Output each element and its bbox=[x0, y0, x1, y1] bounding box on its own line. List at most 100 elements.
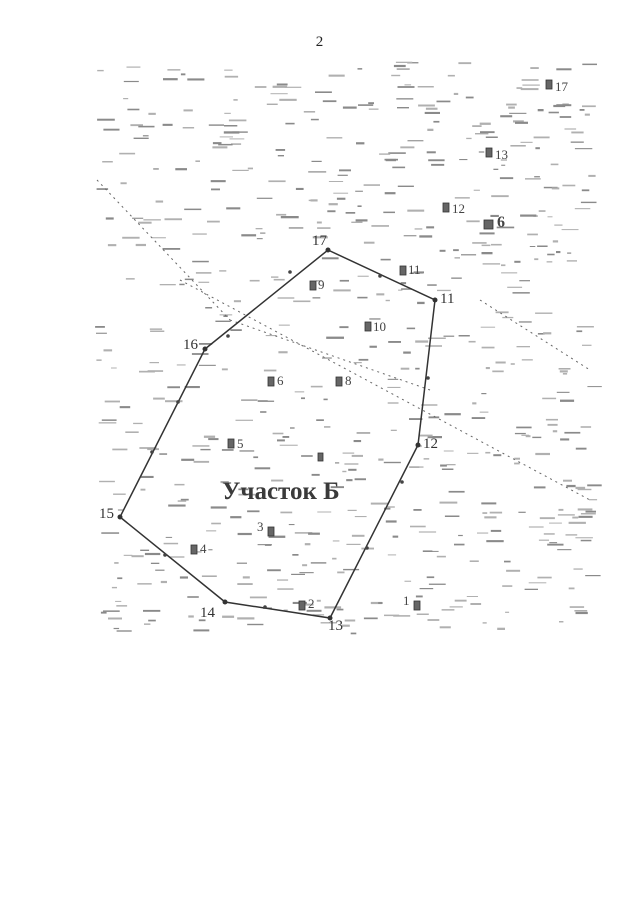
building-marker-9 bbox=[309, 280, 317, 291]
texture-speck bbox=[454, 543, 465, 546]
texture-speck bbox=[271, 276, 279, 278]
texture-speck bbox=[143, 219, 161, 221]
texture-speck bbox=[479, 232, 495, 235]
texture-speck bbox=[419, 588, 434, 590]
texture-speck bbox=[301, 455, 313, 457]
texture-speck bbox=[301, 397, 305, 400]
texture-speck bbox=[587, 484, 602, 487]
texture-speck bbox=[376, 293, 385, 296]
dotted-lines bbox=[96, 179, 591, 501]
texture-speck bbox=[165, 536, 173, 538]
vertex-marker-14 bbox=[222, 599, 228, 605]
texture-speck bbox=[585, 575, 601, 577]
texture-speck bbox=[480, 326, 496, 328]
vertex-marker-16 bbox=[202, 346, 208, 352]
texture-speck bbox=[421, 404, 438, 406]
texture-speck bbox=[144, 623, 151, 625]
texture-speck bbox=[458, 534, 463, 537]
texture-speck bbox=[426, 151, 436, 154]
boundary-tick bbox=[226, 334, 230, 338]
texture-speck bbox=[556, 104, 572, 107]
texture-speck bbox=[385, 299, 390, 302]
texture-speck bbox=[317, 511, 332, 513]
texture-speck bbox=[351, 221, 363, 223]
building-label-8: 8 bbox=[345, 373, 352, 388]
texture-speck bbox=[419, 235, 433, 238]
texture-speck bbox=[546, 261, 553, 263]
texture-speck bbox=[466, 137, 472, 140]
texture-speck bbox=[547, 423, 558, 426]
texture-speck bbox=[378, 458, 384, 461]
texture-speck bbox=[279, 98, 297, 101]
texture-speck bbox=[311, 160, 322, 162]
texture-speck bbox=[113, 627, 120, 630]
texture-speck bbox=[332, 540, 340, 542]
texture-speck bbox=[111, 586, 117, 589]
dotted-line-inner bbox=[229, 319, 431, 391]
texture-speck bbox=[489, 511, 503, 514]
texture-speck bbox=[277, 579, 289, 581]
texture-speck bbox=[556, 391, 570, 393]
texture-speck bbox=[206, 530, 217, 532]
texture-speck bbox=[357, 68, 363, 70]
texture-speck bbox=[524, 588, 538, 590]
building-markers bbox=[190, 79, 553, 611]
texture-speck bbox=[198, 281, 210, 283]
texture-speck bbox=[454, 257, 460, 259]
texture-speck bbox=[276, 83, 288, 86]
texture-speck bbox=[97, 118, 115, 121]
texture-speck bbox=[444, 515, 460, 517]
texture-speck bbox=[459, 159, 468, 161]
texture-speck bbox=[239, 450, 255, 452]
texture-speck bbox=[103, 610, 120, 612]
texture-speck bbox=[327, 210, 336, 213]
page-number: 2 bbox=[315, 34, 324, 50]
texture-speck bbox=[387, 506, 395, 508]
texture-speck bbox=[333, 192, 349, 194]
building-label-3: 3 bbox=[257, 519, 264, 534]
texture-speck bbox=[238, 493, 256, 496]
texture-speck bbox=[316, 221, 322, 224]
texture-speck bbox=[100, 611, 107, 614]
texture-speck bbox=[192, 233, 207, 235]
texture-speck bbox=[516, 346, 530, 348]
texture-speck bbox=[441, 468, 454, 470]
texture-speck bbox=[392, 166, 406, 169]
texture-speck bbox=[580, 539, 592, 542]
texture-speck bbox=[179, 576, 188, 579]
texture-speck bbox=[310, 118, 319, 121]
texture-speck bbox=[543, 332, 552, 335]
texture-speck bbox=[562, 103, 569, 105]
texture-speck bbox=[422, 550, 433, 552]
texture-speck bbox=[569, 606, 585, 608]
texture-speck bbox=[441, 609, 455, 611]
texture-speck bbox=[165, 400, 183, 403]
building-marker-17 bbox=[545, 79, 553, 90]
texture-speck bbox=[534, 176, 540, 178]
texture-speck bbox=[280, 511, 293, 514]
texture-speck bbox=[384, 158, 398, 161]
texture-speck bbox=[577, 508, 593, 511]
texture-speck bbox=[131, 555, 144, 558]
texture-speck bbox=[558, 368, 571, 370]
texture-speck bbox=[343, 568, 360, 571]
boundary-tick bbox=[176, 400, 180, 404]
texture-speck bbox=[568, 521, 586, 524]
texture-speck bbox=[249, 596, 267, 599]
texture-speck bbox=[280, 216, 299, 219]
texture-speck bbox=[210, 506, 227, 509]
texture-speck bbox=[521, 434, 530, 436]
texture-speck bbox=[444, 413, 461, 416]
texture-speck bbox=[439, 501, 458, 504]
texture-speck bbox=[428, 416, 440, 419]
texture-speck bbox=[101, 419, 117, 421]
texture-speck bbox=[323, 398, 328, 401]
texture-speck bbox=[272, 432, 284, 435]
texture-speck bbox=[535, 147, 540, 150]
texture-speck bbox=[270, 93, 288, 95]
texture-speck bbox=[501, 272, 518, 274]
texture-speck bbox=[333, 289, 351, 292]
texture-speck bbox=[119, 152, 136, 155]
texture-speck bbox=[407, 209, 425, 212]
texture-speck bbox=[208, 549, 213, 551]
